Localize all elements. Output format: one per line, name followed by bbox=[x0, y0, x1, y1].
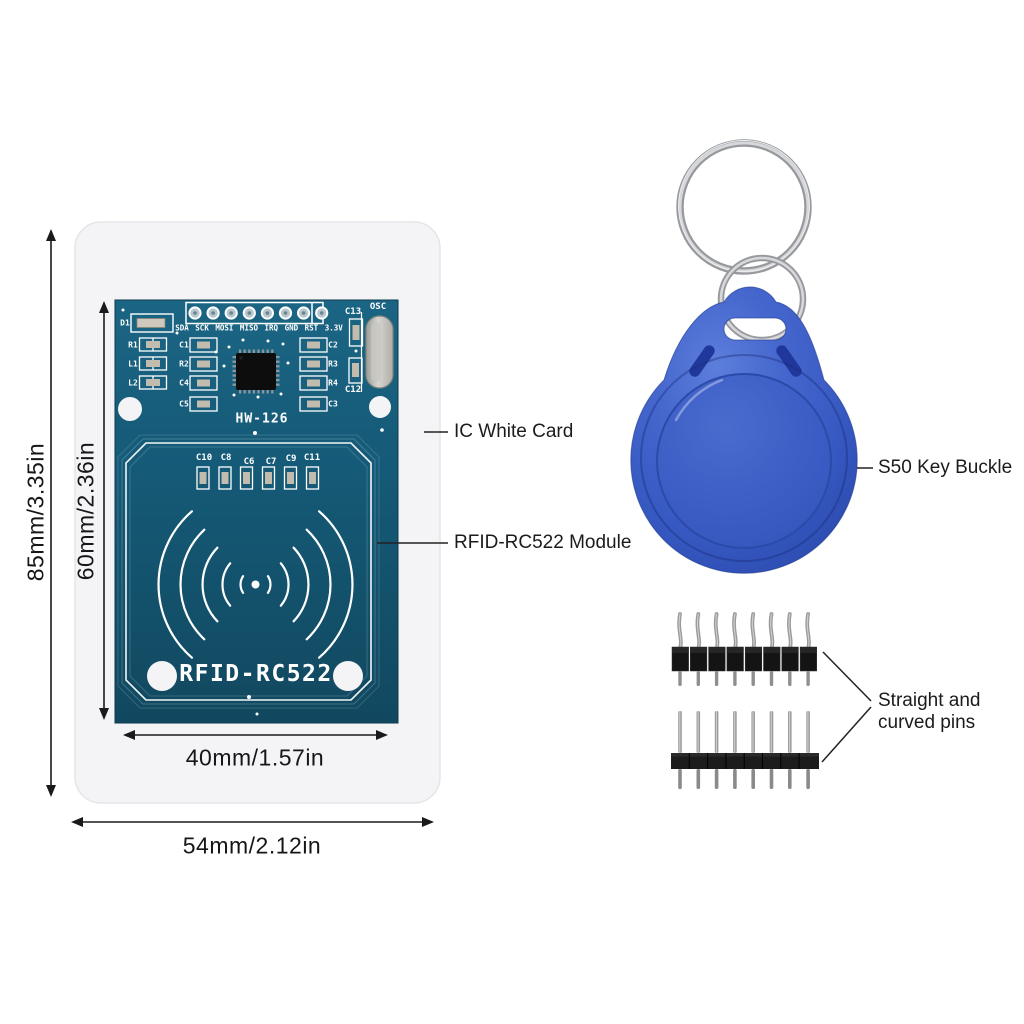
silk-c12: C12 bbox=[344, 385, 362, 395]
component-c13 bbox=[348, 318, 364, 347]
silk-r4: R4 bbox=[328, 378, 338, 388]
silk-l2: L2 bbox=[128, 378, 138, 388]
signal-waves-graphic bbox=[157, 510, 354, 659]
mfrc522-chip bbox=[232, 349, 280, 394]
pcb-title-text: RFID-RC522 bbox=[179, 661, 333, 687]
key-fob-body bbox=[630, 286, 858, 574]
rfid-pcb bbox=[114, 299, 399, 724]
pcb-pin-holes bbox=[185, 301, 329, 325]
pcb-pin-labels: SDA SCK MOSI MISO IRQ GND RST 3.3V bbox=[175, 323, 343, 333]
mounting-hole bbox=[369, 396, 391, 418]
silk-c7: C7 bbox=[265, 457, 277, 467]
components-right-column bbox=[299, 337, 328, 412]
key-ring-large bbox=[676, 139, 812, 275]
silk-d1: D1 bbox=[120, 318, 130, 328]
silk-osc: OSC bbox=[369, 302, 387, 312]
callout-line-pins-top bbox=[822, 651, 872, 702]
silk-c11: C11 bbox=[303, 453, 321, 463]
fob-slot-right bbox=[776, 345, 802, 377]
silk-r1: R1 bbox=[128, 340, 138, 350]
straight-pin-header bbox=[671, 711, 819, 789]
dimension-label-card-width: 54mm/2.12in bbox=[182, 832, 322, 859]
label-ic-white-card: IC White Card bbox=[454, 421, 574, 442]
dimension-label-card-height: 85mm/3.35in bbox=[22, 442, 49, 582]
silk-c8: C8 bbox=[220, 453, 232, 463]
capacitor-row bbox=[196, 466, 320, 490]
components-mid-column bbox=[189, 337, 218, 412]
fob-inner-disc bbox=[656, 373, 832, 549]
silk-c13: C13 bbox=[344, 307, 362, 317]
silk-c1: C1 bbox=[179, 340, 189, 350]
mounting-hole bbox=[118, 397, 142, 421]
silk-c5: C5 bbox=[179, 399, 189, 409]
dimension-label-pcb-height: 60mm/2.36in bbox=[72, 441, 99, 581]
component-c12 bbox=[348, 349, 363, 384]
fob-rim-line bbox=[640, 354, 848, 562]
component-d1 bbox=[130, 313, 174, 333]
silk-c3: C3 bbox=[328, 399, 338, 409]
label-rfid-module: RFID-RC522 Module bbox=[454, 532, 632, 553]
silk-c10: C10 bbox=[195, 453, 213, 463]
crystal-oscillator bbox=[360, 312, 394, 392]
silk-r2: R2 bbox=[179, 359, 189, 369]
antenna-coil bbox=[117, 434, 380, 709]
fob-slot-left bbox=[689, 345, 715, 377]
callout-line-pins-bottom bbox=[821, 706, 872, 763]
mounting-hole bbox=[333, 661, 363, 691]
curved-pin-header bbox=[670, 612, 819, 688]
dimension-label-pcb-width: 40mm/1.57in bbox=[185, 744, 325, 771]
silk-l1: L1 bbox=[128, 359, 138, 369]
silk-c9: C9 bbox=[285, 454, 297, 464]
pcb-model-text: HW-126 bbox=[235, 411, 289, 427]
label-pins: Straight and curved pins bbox=[878, 690, 981, 734]
pcb-vias bbox=[121, 308, 384, 716]
silk-r3: R3 bbox=[328, 359, 338, 369]
silk-c6: C6 bbox=[243, 457, 255, 467]
mounting-hole bbox=[147, 661, 177, 691]
label-key-buckle: S50 Key Buckle bbox=[878, 457, 1013, 478]
silk-c4: C4 bbox=[179, 378, 189, 388]
silk-c2: C2 bbox=[328, 340, 338, 350]
